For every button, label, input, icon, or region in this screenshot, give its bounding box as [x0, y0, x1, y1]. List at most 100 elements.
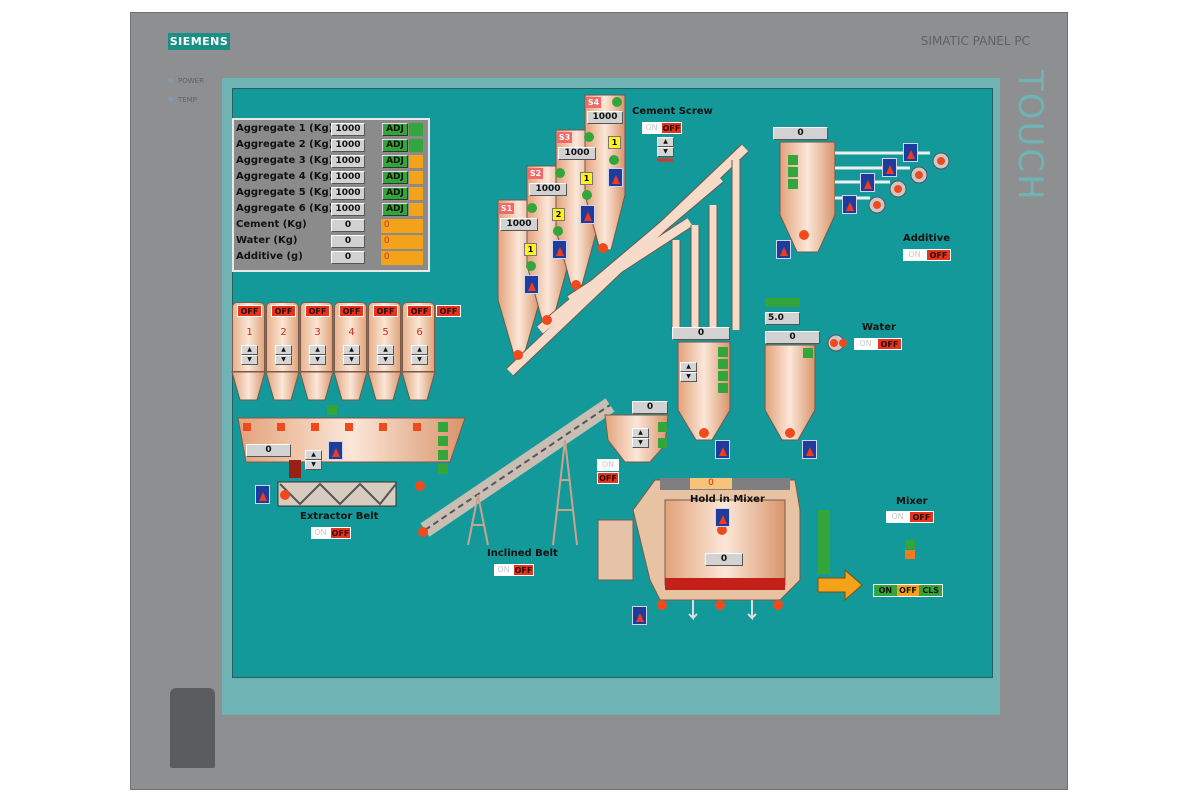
alarm-icon[interactable]: [328, 441, 343, 460]
on-button[interactable]: ON: [886, 511, 909, 523]
off-button[interactable]: OFF: [877, 338, 902, 350]
down-arrow-icon[interactable]: ▼: [377, 355, 394, 365]
alarm-icon[interactable]: [776, 240, 791, 259]
off-button[interactable]: OFF: [926, 249, 951, 261]
inclined-belt-label: Inclined Belt: [487, 548, 558, 559]
setpoint-input[interactable]: 0: [331, 235, 365, 248]
water-setpoint[interactable]: 5.0: [765, 312, 800, 325]
bin-toggle-button[interactable]: OFF: [407, 305, 432, 317]
bin-toggle-button[interactable]: OFF: [237, 305, 262, 317]
up-arrow-icon[interactable]: ▲: [275, 345, 292, 355]
setpoint-input[interactable]: 0: [331, 251, 365, 264]
down-arrow-icon[interactable]: ▼: [343, 355, 360, 365]
up-arrow-icon[interactable]: ▲: [309, 345, 326, 355]
alarm-icon[interactable]: [882, 158, 897, 177]
status-indicator: [409, 123, 423, 136]
down-arrow-icon[interactable]: ▼: [275, 355, 292, 365]
alarm-icon[interactable]: [632, 606, 647, 625]
alarm-icon[interactable]: [608, 168, 623, 187]
setpoint-input[interactable]: 1000: [331, 139, 365, 152]
up-arrow-icon[interactable]: ▲: [680, 362, 697, 372]
alarm-icon[interactable]: [552, 240, 567, 259]
bin-toggle-button[interactable]: OFF: [339, 305, 364, 317]
usb-cover[interactable]: [170, 688, 215, 768]
bin-stepper[interactable]: ▲▼: [411, 345, 428, 365]
bin-toggle-button[interactable]: OFF: [271, 305, 296, 317]
bin-stepper[interactable]: ▲▼: [377, 345, 394, 365]
on-button[interactable]: ON: [854, 338, 877, 350]
adjust-button[interactable]: ADJ: [382, 123, 408, 136]
alarm-icon[interactable]: [580, 205, 595, 224]
up-arrow-icon[interactable]: ▲: [411, 345, 428, 355]
setpoint-input[interactable]: 1000: [331, 123, 365, 136]
setpoint-input[interactable]: 1000: [331, 155, 365, 168]
silo-counter: 1: [580, 172, 593, 185]
down-arrow-icon[interactable]: ▼: [411, 355, 428, 365]
down-arrow-icon[interactable]: ▼: [241, 355, 258, 365]
alarm-icon[interactable]: [903, 143, 918, 162]
mixer-label: Mixer: [896, 496, 928, 507]
up-arrow-icon[interactable]: ▲: [632, 428, 649, 438]
bin-stepper[interactable]: ▲▼: [343, 345, 360, 365]
setpoint-input[interactable]: 1000: [331, 187, 365, 200]
discharge-off-button[interactable]: OFF: [896, 585, 920, 596]
setpoint-input[interactable]: 1000: [331, 203, 365, 216]
adjust-button[interactable]: ADJ: [382, 203, 408, 216]
up-arrow-icon[interactable]: ▲: [305, 450, 322, 460]
on-button[interactable]: ON: [494, 564, 513, 576]
adjust-button[interactable]: ADJ: [382, 155, 408, 168]
adjust-button[interactable]: ADJ: [382, 187, 408, 200]
down-arrow-icon[interactable]: ▼: [632, 438, 649, 448]
skip-hopper-on-button[interactable]: ON: [597, 459, 619, 471]
bin-stepper[interactable]: ▲▼: [309, 345, 326, 365]
alarm-icon[interactable]: [715, 508, 730, 527]
all-bins-toggle-button[interactable]: OFF: [436, 305, 461, 317]
bin-toggle-button[interactable]: OFF: [373, 305, 398, 317]
adjust-button[interactable]: ADJ: [382, 171, 408, 184]
row-label: Aggregate 5 (Kg): [236, 187, 334, 198]
silo-value: 1000: [529, 183, 567, 196]
skip-hopper-stepper[interactable]: ▲▼: [632, 428, 649, 448]
off-button[interactable]: OFF: [909, 511, 934, 523]
on-button[interactable]: ON: [311, 527, 330, 539]
bin-stepper[interactable]: ▲▼: [241, 345, 258, 365]
up-arrow-icon[interactable]: ▲: [377, 345, 394, 355]
up-arrow-icon[interactable]: ▲: [657, 137, 674, 147]
up-arrow-icon[interactable]: ▲: [241, 345, 258, 355]
alarm-icon[interactable]: [255, 485, 270, 504]
cement-screw-stepper[interactable]: ▲▼: [657, 137, 674, 157]
setpoint-input[interactable]: 0: [331, 219, 365, 232]
on-button[interactable]: ON: [642, 122, 661, 134]
cement-screw-label: Cement Screw: [632, 106, 713, 117]
weigh-hopper-stepper[interactable]: ▲▼: [305, 450, 322, 470]
off-button[interactable]: OFF: [661, 122, 682, 134]
cement-scale-stepper[interactable]: ▲▼: [680, 362, 697, 382]
alarm-icon[interactable]: [524, 275, 539, 294]
setpoint-input[interactable]: 1000: [331, 171, 365, 184]
up-arrow-icon[interactable]: ▲: [343, 345, 360, 355]
bin-toggle-button[interactable]: OFF: [305, 305, 330, 317]
off-button[interactable]: OFF: [513, 564, 534, 576]
alarm-icon[interactable]: [802, 440, 817, 459]
down-arrow-icon[interactable]: ▼: [305, 460, 322, 470]
inclined-belt-graphic: [418, 398, 615, 546]
alarm-icon[interactable]: [860, 173, 875, 192]
discharge-close-button[interactable]: CLS: [919, 585, 943, 596]
bin-stepper[interactable]: ▲▼: [275, 345, 292, 365]
down-arrow-icon[interactable]: ▼: [657, 147, 674, 157]
down-arrow-icon[interactable]: ▼: [309, 355, 326, 365]
skip-hopper-off-button[interactable]: OFF: [597, 472, 619, 484]
discharge-on-button[interactable]: ON: [874, 585, 897, 596]
alarm-icon[interactable]: [842, 195, 857, 214]
on-button[interactable]: ON: [903, 249, 926, 261]
down-arrow-icon[interactable]: ▼: [680, 372, 697, 382]
off-button[interactable]: OFF: [330, 527, 351, 539]
adjust-button[interactable]: ADJ: [382, 139, 408, 152]
alarm-icon[interactable]: [715, 440, 730, 459]
